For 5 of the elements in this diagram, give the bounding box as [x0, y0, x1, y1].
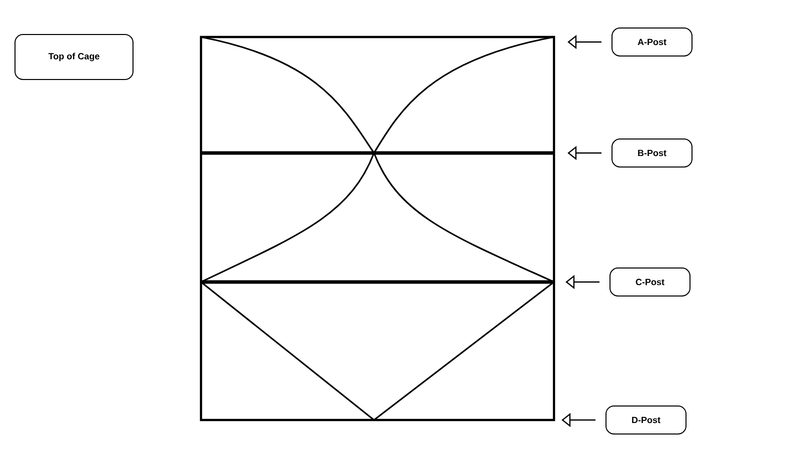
post-label-box: C-Post — [610, 268, 690, 296]
post-label-box: B-Post — [612, 138, 692, 168]
title-box: Top of Cage — [14, 34, 134, 80]
post-label-box: A-Post — [612, 28, 692, 56]
post-label-box: D-Post — [606, 406, 686, 434]
